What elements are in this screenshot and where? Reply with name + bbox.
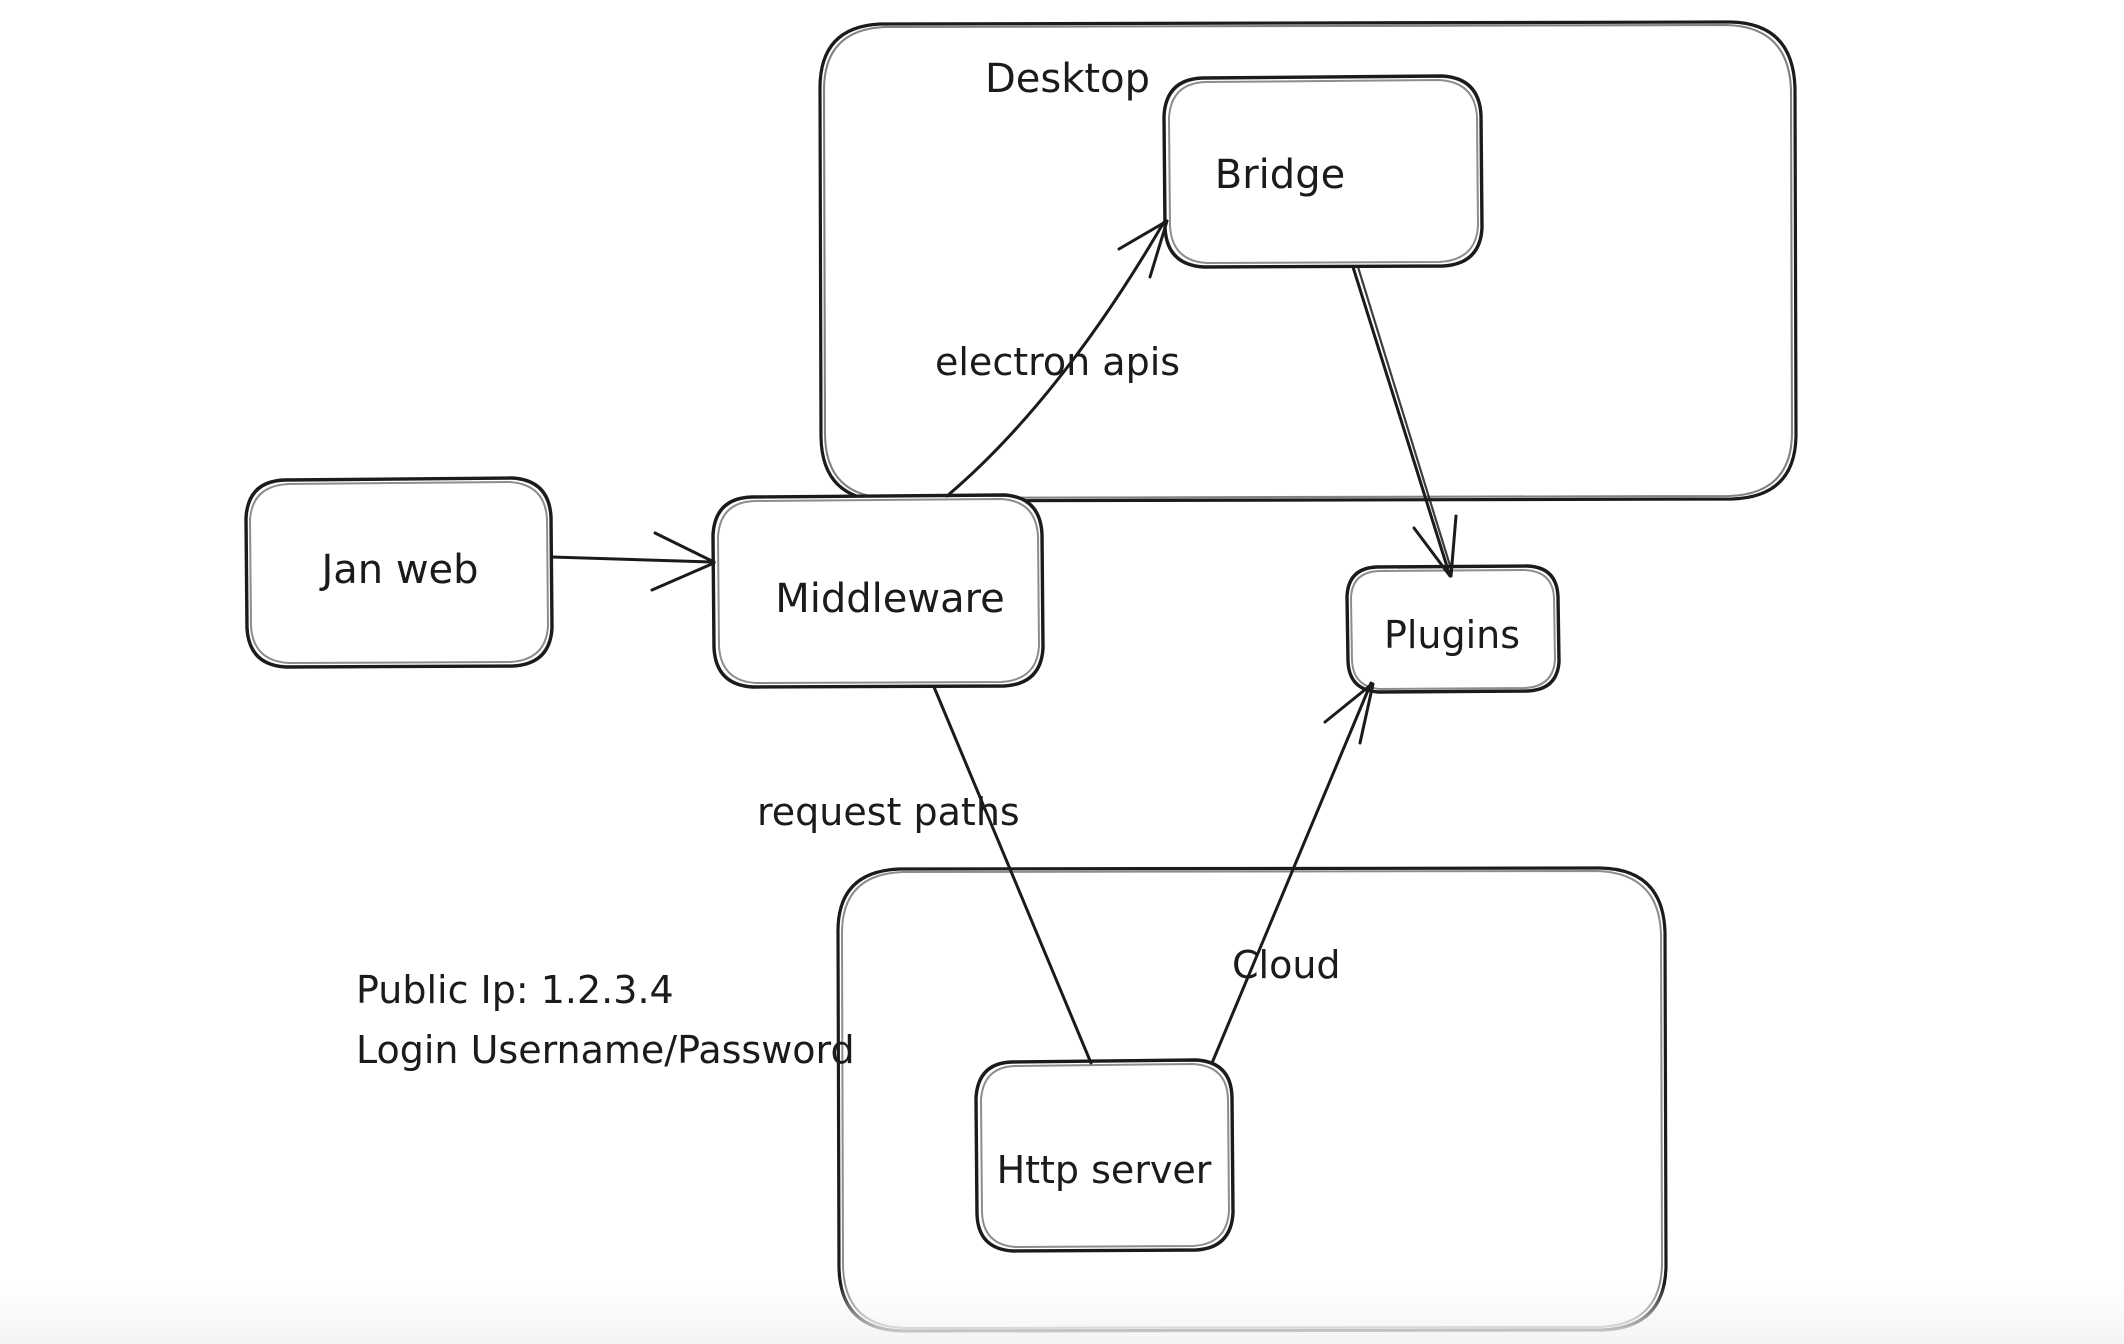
note-public-ip: Public Ip: 1.2.3.4 xyxy=(356,968,674,1012)
edge-http-server-to-plugins xyxy=(1210,681,1375,1065)
container-desktop-outline xyxy=(818,20,1798,503)
node-label-jan-web: Jan web xyxy=(318,547,478,593)
edge-middleware-to-bridge xyxy=(945,219,1169,498)
container-cloud-outline xyxy=(836,866,1668,1333)
edge-bridge-to-plugins xyxy=(1351,265,1458,578)
container-label-cloud: Cloud xyxy=(1232,943,1341,987)
edge-janweb-to-middleware xyxy=(550,531,716,592)
node-middleware-outline xyxy=(711,493,1045,689)
node-label-bridge: Bridge xyxy=(1215,152,1345,198)
node-bridge-outline xyxy=(1162,74,1484,269)
node-jan-web-outline xyxy=(244,476,554,669)
node-http-server-outline xyxy=(974,1058,1235,1253)
container-label-desktop: Desktop xyxy=(985,56,1150,102)
edge-middleware-to-http-server xyxy=(932,685,1093,1065)
node-plugins-outline xyxy=(1345,564,1561,694)
node-label-http-server: Http server xyxy=(997,1148,1212,1192)
edge-label-electron-apis: electron apis xyxy=(935,340,1180,384)
node-label-plugins: Plugins xyxy=(1384,613,1520,657)
node-label-middleware: Middleware xyxy=(775,576,1005,622)
edge-label-request-paths: request paths xyxy=(757,790,1020,834)
note-login-credentials: Login Username/Password xyxy=(356,1028,855,1072)
